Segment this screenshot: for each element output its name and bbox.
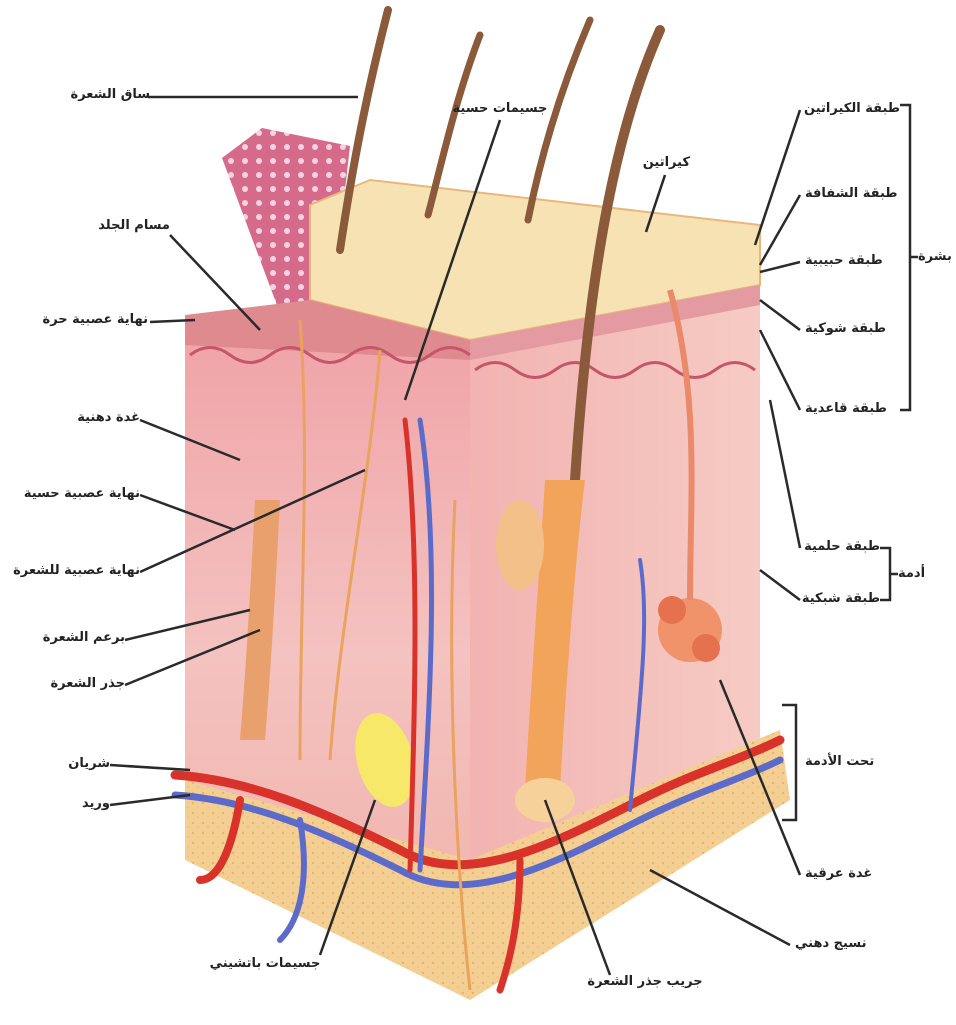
label-hair-follicle: جريب جذر الشعرة (585, 975, 705, 988)
label-keratin: كيراتين (650, 156, 690, 169)
label-sweat-gland: غدة عرقية (805, 867, 895, 880)
label-lucidum: طبقة الشفافة (805, 187, 900, 200)
group-label-epidermis: بشرة (918, 250, 954, 263)
label-vein: وريد (30, 797, 110, 810)
label-sensory-nerve-ending: نهاية عصبية حسية (0, 487, 140, 500)
label-hair-papilla: برعم الشعرة (20, 631, 125, 644)
label-spinosum: طبقة شوكية (805, 322, 900, 335)
group-brackets (782, 105, 918, 820)
group-label-dermis: أدمة (898, 567, 954, 580)
label-corneum: طبقة الكيراتين (805, 102, 900, 115)
label-granulosum: طبقة حبيبية (805, 254, 900, 267)
label-free-nerve-ending: نهاية عصبية حرة (0, 313, 148, 326)
label-artery: شريان (30, 757, 110, 770)
label-fat-tissue: نسيج دهني (795, 937, 885, 950)
label-sensory-corpuscle: جسيمات حسية (445, 102, 555, 115)
label-hair-nerve-ending: نهاية عصبية للشعرة (0, 564, 140, 577)
label-papillary: طبقة حلمية (805, 540, 880, 553)
label-skin-pore: مسام الجلد (65, 219, 170, 232)
label-hair-shaft: ساق الشعرة (70, 88, 150, 101)
label-basale: طبقة قاعدية (805, 402, 900, 415)
label-pacinian-corpuscle: جسيمات باتشيني (200, 957, 330, 970)
label-hair-root: جذر الشعرة (20, 677, 125, 690)
label-reticular: طبقة شبكية (805, 592, 880, 605)
label-sebaceous-gland: غدة دهنية (45, 411, 140, 424)
label-hypodermis: تحت الأدمة (805, 755, 895, 768)
